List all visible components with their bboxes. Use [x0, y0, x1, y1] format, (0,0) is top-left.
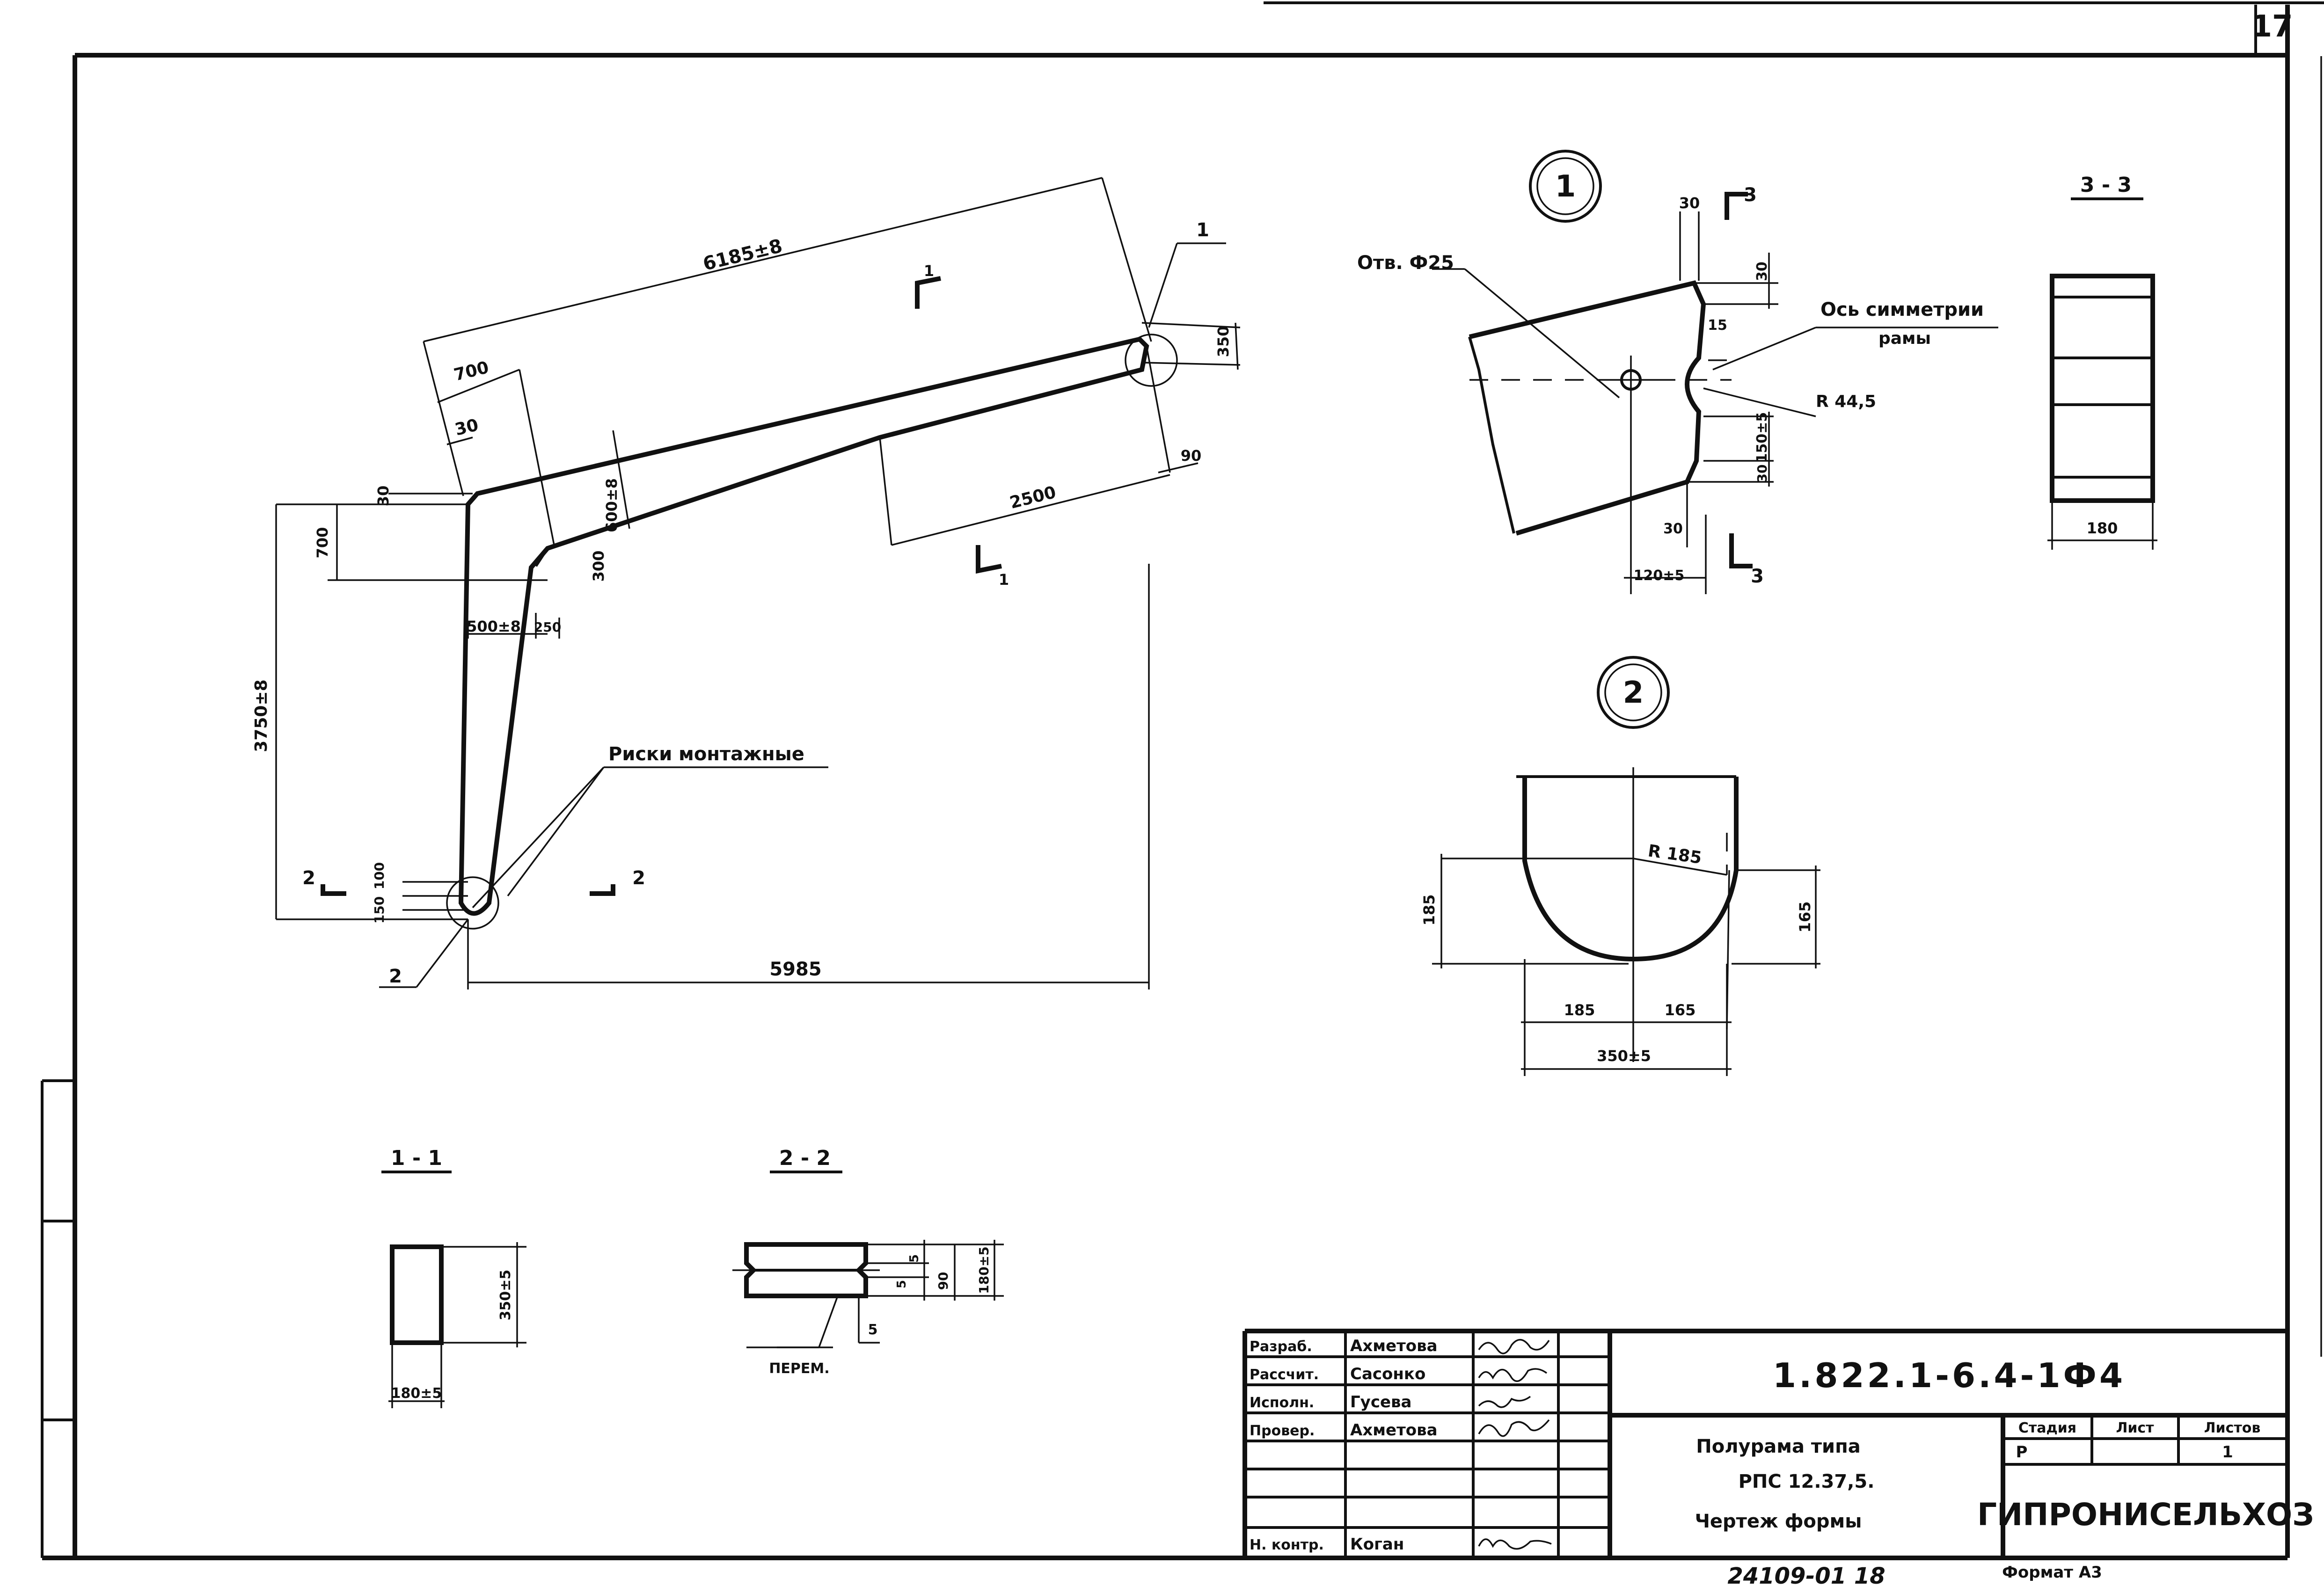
signature-1 — [1478, 1339, 1550, 1354]
node-2-title: 2 — [1623, 676, 1644, 710]
mounting-marks-label: Риски монтажные — [608, 743, 804, 765]
node-1-cut-bottom-label: 3 — [1751, 566, 1764, 587]
archive-number: 24109-01 18 — [1727, 1563, 1885, 1589]
node-1-dim-150: 150±5 — [1754, 412, 1770, 463]
dim-2500: 2500 — [1008, 483, 1058, 513]
signature-7 — [1478, 1538, 1552, 1550]
node-1-hole-label: Отв. Ф25 — [1357, 252, 1454, 274]
dim-700-left: 700 — [314, 527, 331, 559]
signature-4 — [1478, 1419, 1550, 1437]
section-2-2-dim-180: 180±5 — [976, 1246, 992, 1294]
doc-name-line3: Чертеж формы — [1695, 1511, 1862, 1532]
name-1: Ахметова — [1350, 1337, 1438, 1355]
node-2-dim-165-bottom: 165 — [1665, 1001, 1696, 1019]
dim-350: 350 — [1214, 326, 1232, 357]
dim-150: 150 — [372, 896, 387, 924]
stage-header: Стадия — [2018, 1420, 2076, 1436]
name-4: Ахметова — [1350, 1421, 1438, 1440]
node-1-axis-line2: рамы — [1878, 329, 1931, 348]
dim-5985: 5985 — [769, 959, 821, 980]
node-1-dim-30-top: 30 — [1679, 194, 1700, 212]
node-2-detail — [1432, 656, 1820, 1076]
name-2: Сасонко — [1350, 1365, 1425, 1383]
node-2-dim-165-right: 165 — [1796, 902, 1814, 933]
node-1-cut-top-label: 3 — [1744, 184, 1757, 206]
node-2-dim-350: 350±5 — [1597, 1047, 1651, 1065]
node-1-detail — [1432, 150, 1998, 594]
dim-length-top: 6185±8 — [701, 235, 785, 275]
node-1-title: 1 — [1555, 169, 1576, 204]
organization: ГИПРОНИСЕЛЬХОЗ — [1977, 1497, 2314, 1533]
node-1-axis-line1: Ось симметрии — [1820, 299, 1984, 320]
doc-name-line1: Полурама типа — [1696, 1436, 1860, 1457]
node-1-radius: R 44,5 — [1816, 392, 1876, 411]
dim-3750: 3750±8 — [252, 679, 271, 752]
section-2-2-dim-5b: 5 — [895, 1280, 909, 1288]
node-2-dim-185-left: 185 — [1420, 895, 1438, 926]
section-1-1-title: 1 - 1 — [391, 1146, 442, 1170]
main-cut-marks — [321, 276, 1002, 896]
sheet-header: Лист — [2116, 1420, 2154, 1436]
callout-1-label: 1 — [1196, 219, 1209, 241]
section-1-1-width: 180±5 — [391, 1385, 442, 1402]
signature-2 — [1478, 1368, 1548, 1382]
dim-100: 100 — [372, 862, 387, 889]
dim-600: 600±8 — [603, 478, 621, 532]
role-7: Н. контр. — [1250, 1537, 1324, 1553]
doc-name-line2: РПС 12.37,5. — [1739, 1471, 1875, 1492]
role-1: Разраб. — [1250, 1338, 1312, 1355]
cut-1-top-label: 1 — [924, 262, 934, 280]
name-7: Коган — [1350, 1535, 1404, 1554]
title-block — [1242, 1329, 2287, 1558]
role-3: Исполн. — [1250, 1395, 1314, 1411]
dim-30-top: 30 — [453, 415, 480, 440]
sheet-number: 17 — [2251, 9, 2293, 44]
dim-30-left: 30 — [374, 486, 392, 507]
section-2-2-dim-5a: 5 — [907, 1254, 921, 1263]
node-1-dim-30-right: 30 — [1754, 262, 1770, 281]
section-1-1 — [381, 1171, 526, 1408]
dim-500: 500±8 — [467, 618, 521, 635]
node-1-dim-120: 120±5 — [1634, 567, 1685, 584]
half-frame-outline — [458, 336, 1149, 916]
dim-300: 300 — [590, 551, 607, 582]
section-1-1-height: 350±5 — [497, 1270, 514, 1321]
role-4: Провер. — [1250, 1423, 1315, 1439]
callout-2-label: 2 — [389, 966, 402, 987]
sheets-header: Листов — [2204, 1420, 2261, 1436]
sheet-frame — [41, 1, 2324, 1560]
name-3: Гусева — [1350, 1393, 1412, 1411]
sheet-format: Формат А3 — [2002, 1563, 2102, 1582]
section-2-2-dim-5c: 5 — [868, 1322, 878, 1338]
node-1-dim-30-bottom: 30 — [1754, 465, 1770, 483]
section-2-2-dim-90: 90 — [935, 1272, 951, 1290]
node-2-dim-185-bottom: 185 — [1564, 1001, 1595, 1019]
cut-2-left-label: 2 — [302, 867, 315, 889]
section-3-3 — [2047, 197, 2157, 550]
node-1-dim-15: 15 — [1708, 317, 1727, 334]
stage-value: Р — [2016, 1443, 2028, 1462]
section-2-2-title: 2 - 2 — [779, 1146, 831, 1170]
node-1-dim-30-low: 30 — [1663, 521, 1683, 537]
node-2-radius: R 185 — [1647, 841, 1703, 868]
dim-90: 90 — [1181, 447, 1202, 465]
doc-code: 1.822.1-6.4-1Ф4 — [1773, 1356, 2126, 1395]
signature-3 — [1478, 1396, 1531, 1408]
cut-1-bottom-label: 1 — [999, 571, 1009, 589]
signatures — [1478, 1339, 1552, 1550]
dim-250: 250 — [534, 619, 561, 635]
section-3-3-width: 180 — [2087, 519, 2118, 537]
main-dimension-lines — [275, 177, 1241, 989]
sheets-value: 1 — [2222, 1443, 2233, 1462]
section-2-2 — [732, 1171, 1004, 1348]
dim-700-top: 700 — [452, 358, 491, 385]
section-2-2-note: ПЕРЕМ. — [769, 1360, 829, 1377]
section-3-3-title: 3 - 3 — [2080, 173, 2132, 197]
cut-2-right-label: 2 — [632, 867, 645, 889]
role-2: Рассчит. — [1250, 1367, 1319, 1383]
